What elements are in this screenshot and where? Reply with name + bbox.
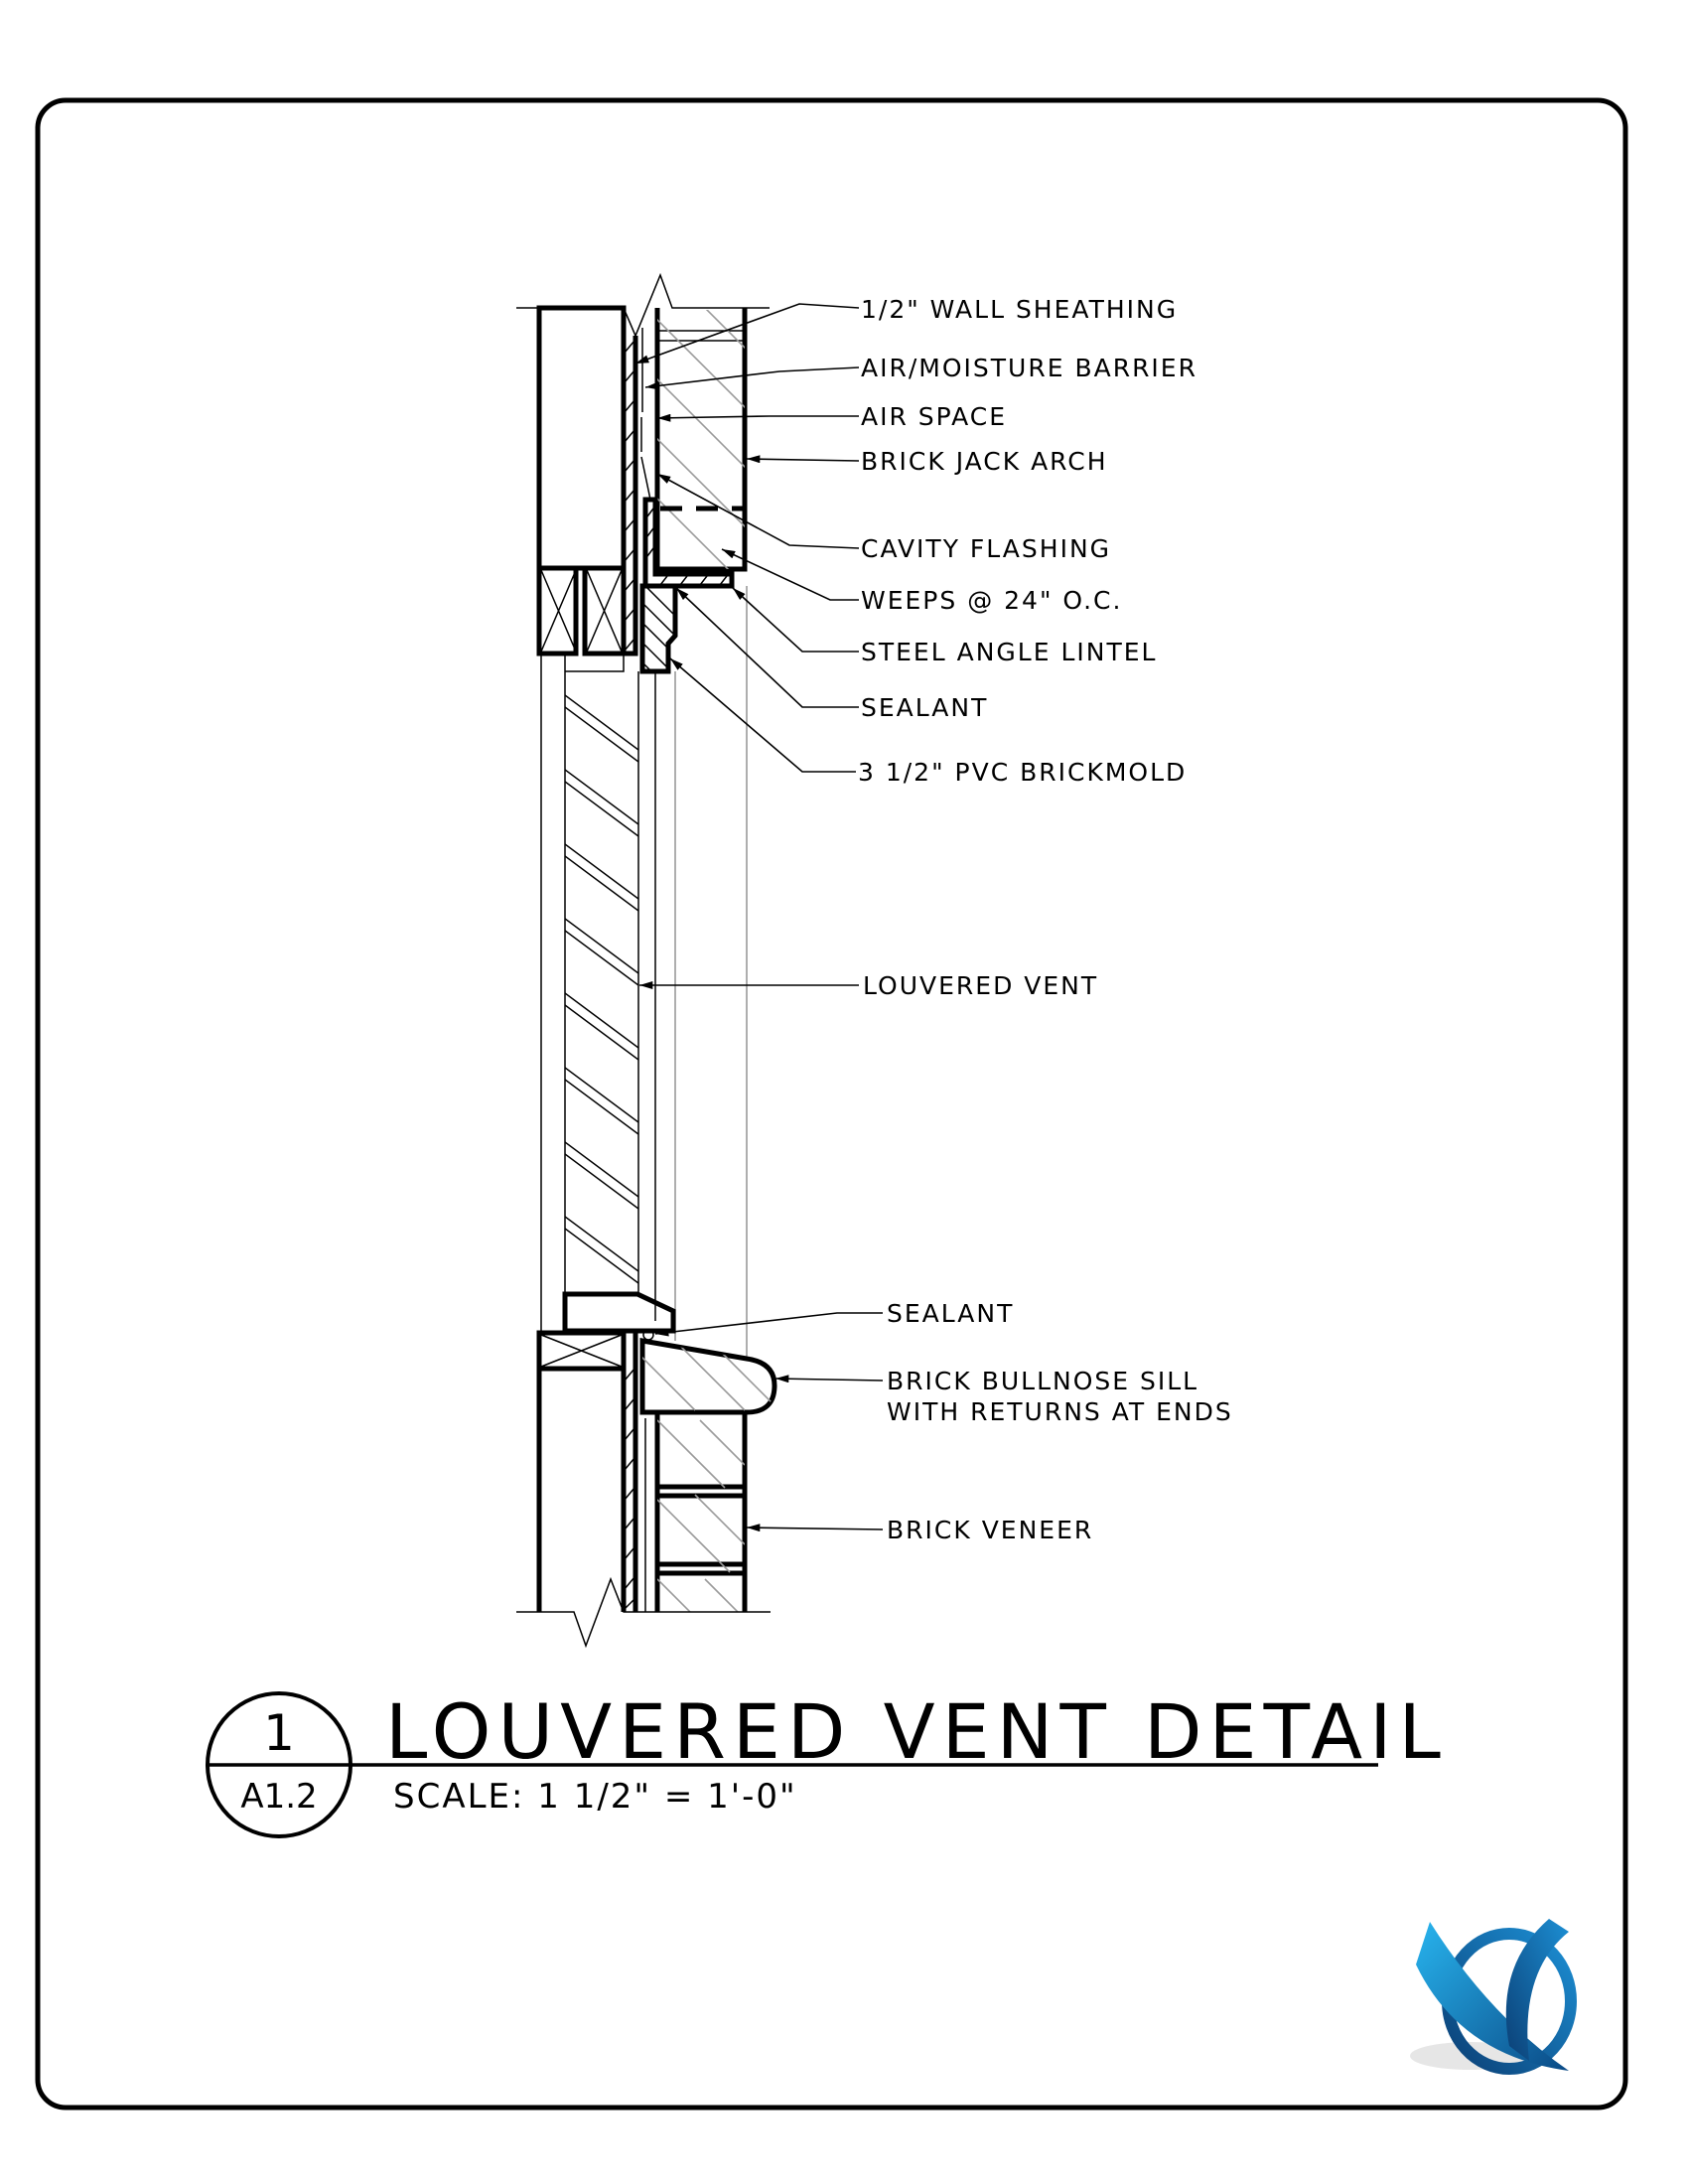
label-air-space: AIR SPACE	[861, 402, 1007, 431]
label-steel-angle-lintel: STEEL ANGLE LINTEL	[861, 638, 1157, 666]
label-sealant-top: SEALANT	[861, 693, 988, 722]
sheet-border	[35, 97, 1628, 2111]
label-brick-jack-arch: BRICK JACK ARCH	[861, 447, 1108, 476]
label-returns-at-ends: WITH RETURNS AT ENDS	[887, 1397, 1233, 1426]
label-brick-bullnose-sill: BRICK BULLNOSE SILL	[887, 1367, 1198, 1395]
label-brick-veneer: BRICK VENEER	[887, 1516, 1093, 1544]
detail-number: 1	[263, 1704, 295, 1762]
detail-title-block: 1 A1.2 LOUVERED VENT DETAIL SCALE: 1 1/2…	[206, 1687, 1448, 1838]
section-drawing	[516, 272, 777, 1649]
callout-labels: 1/2" WALL SHEATHING AIR/MOISTURE BARRIER…	[858, 295, 1233, 1544]
label-cavity-flashing: CAVITY FLASHING	[861, 534, 1111, 563]
louver-slats	[565, 694, 638, 1284]
detail-title: LOUVERED VENT DETAIL	[385, 1687, 1448, 1776]
label-pvc-brickmold: 3 1/2" PVC BRICKMOLD	[858, 758, 1187, 787]
label-sealant-bottom: SEALANT	[887, 1299, 1014, 1328]
detail-sheet-ref: A1.2	[240, 1777, 317, 1817]
company-logo	[1410, 1919, 1577, 2075]
label-air-moisture-barrier: AIR/MOISTURE BARRIER	[861, 354, 1197, 382]
leader-lines	[634, 303, 884, 1532]
label-louvered-vent: LOUVERED VENT	[863, 971, 1098, 1000]
detail-scale: SCALE: 1 1/2" = 1'-0"	[393, 1777, 797, 1817]
label-wall-sheathing: 1/2" WALL SHEATHING	[861, 295, 1178, 324]
label-weeps: WEEPS @ 24" O.C.	[861, 586, 1122, 615]
